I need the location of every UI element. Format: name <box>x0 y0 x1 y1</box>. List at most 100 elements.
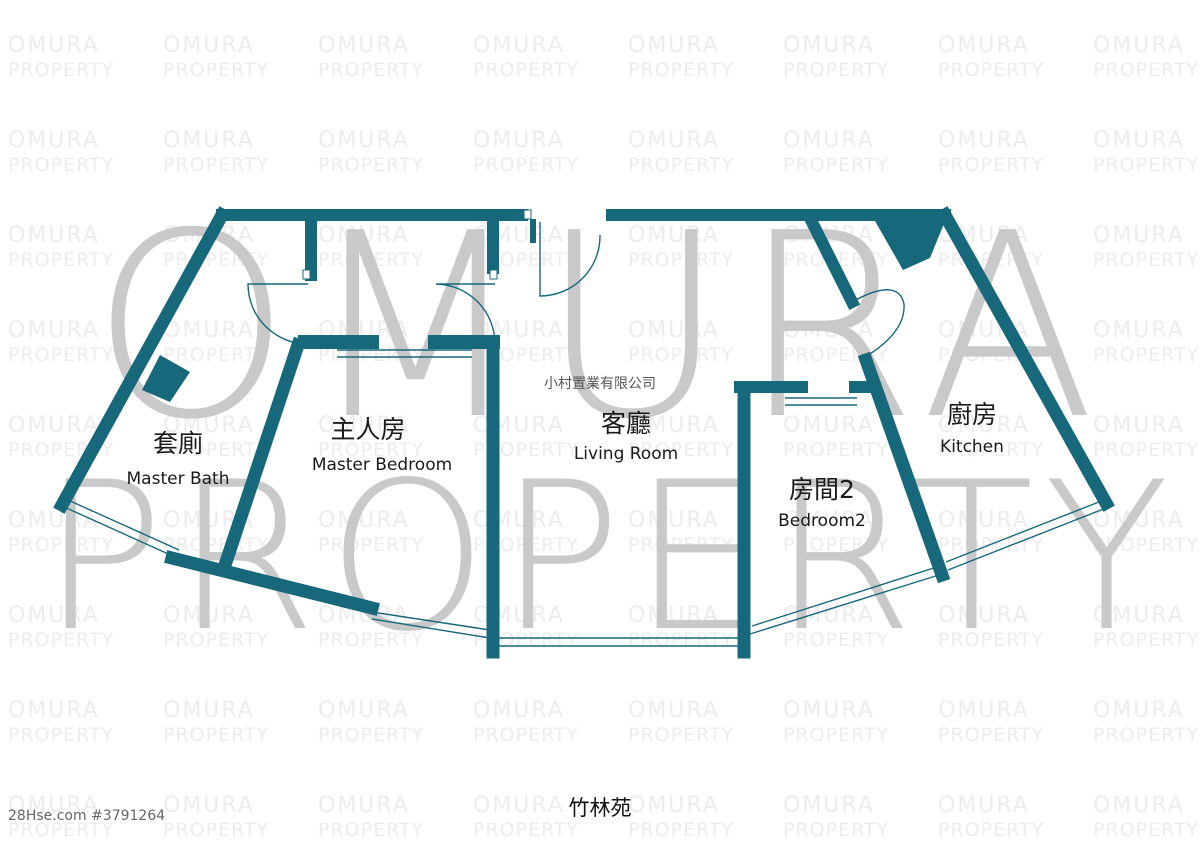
watermark-small-text: PROPERTY <box>783 629 889 651</box>
watermark-small-text: PROPERTY <box>163 439 269 461</box>
watermark-small-text: OMURA <box>318 413 410 438</box>
room-label-en-master-bedroom: Master Bedroom <box>312 455 452 475</box>
watermark-small-text: PROPERTY <box>938 154 1044 176</box>
room-label-zh-bedroom2: 房間2 <box>789 475 855 504</box>
watermark-small-text: PROPERTY <box>783 534 889 556</box>
watermark-small-text: OMURA <box>628 698 720 723</box>
room-label-en-bedroom2: Bedroom2 <box>778 511 866 531</box>
watermark-small-text: PROPERTY <box>628 534 734 556</box>
watermark-small-text: PROPERTY <box>1093 439 1199 461</box>
watermark-small-text: PROPERTY <box>163 344 269 366</box>
watermark-small-text: OMURA <box>8 413 100 438</box>
watermark-small-text: OMURA <box>473 793 565 818</box>
watermark-small-text: OMURA <box>318 793 410 818</box>
watermark-small-text: PROPERTY <box>8 249 114 271</box>
watermark-small-text: OMURA <box>938 698 1030 723</box>
watermark-small-text: OMURA <box>938 413 1030 438</box>
watermark-small-text: OMURA <box>163 793 255 818</box>
watermark-small-text: OMURA <box>318 33 410 58</box>
watermark-small-text: PROPERTY <box>8 534 114 556</box>
watermark-small-text: OMURA <box>473 698 565 723</box>
watermark-small-text: PROPERTY <box>1093 344 1199 366</box>
watermark-small-text: OMURA <box>8 33 100 58</box>
watermark-small-text: PROPERTY <box>318 439 424 461</box>
watermark-small-text: OMURA <box>318 223 410 248</box>
watermark-small-text: OMURA <box>783 603 875 628</box>
watermark-small-text: OMURA <box>1093 223 1185 248</box>
watermark-small-text: PROPERTY <box>318 249 424 271</box>
watermark-small-text: OMURA <box>8 318 100 343</box>
watermark-small-text: OMURA <box>163 318 255 343</box>
watermark-small-text: PROPERTY <box>163 724 269 746</box>
watermark-small-text: PROPERTY <box>8 59 114 81</box>
watermark-small-text: OMURA <box>163 128 255 153</box>
watermark-small-text: PROPERTY <box>318 819 424 841</box>
watermark-small-text: PROPERTY <box>628 724 734 746</box>
estate-name: 竹林苑 <box>569 796 632 820</box>
watermark-small-text: OMURA <box>163 603 255 628</box>
window-master-bath <box>61 505 176 558</box>
watermark-small-text: OMURA <box>628 508 720 533</box>
watermark-small-text: OMURA <box>8 128 100 153</box>
watermark-small-text: PROPERTY <box>628 819 734 841</box>
watermark-small-text: PROPERTY <box>473 249 579 271</box>
watermark-small-text: OMURA <box>1093 33 1185 58</box>
watermark-small-text: OMURA <box>318 698 410 723</box>
watermark-small-text: OMURA <box>8 603 100 628</box>
watermark-small-text: PROPERTY <box>473 724 579 746</box>
watermark-small-text: OMURA <box>473 33 565 58</box>
wall-blocks <box>142 221 945 402</box>
room-label-en-master-bath: Master Bath <box>127 469 230 489</box>
room-label-zh-living-room: 客廳 <box>601 409 651 438</box>
watermark-small-text: OMURA <box>8 508 100 533</box>
watermark-small-text: OMURA <box>163 698 255 723</box>
windows <box>61 349 1107 647</box>
kitchen-duct <box>875 221 945 270</box>
watermark-small-text: OMURA <box>1093 603 1185 628</box>
watermark-small-text: PROPERTY <box>163 819 269 841</box>
watermark-small-text: PROPERTY <box>163 59 269 81</box>
watermark-small-text: OMURA <box>8 698 100 723</box>
door-kitchen <box>849 289 905 361</box>
watermark-small-text: PROPERTY <box>1093 629 1199 651</box>
watermark-small-text: OMURA <box>473 128 565 153</box>
watermark-small-text: OMURA <box>783 793 875 818</box>
watermark-small-text: OMURA <box>783 508 875 533</box>
watermark-small-text: PROPERTY <box>1093 154 1199 176</box>
watermark-small-text: PROPERTY <box>1093 819 1199 841</box>
watermark-small-text: OMURA <box>163 33 255 58</box>
wall-left-outer <box>53 206 231 514</box>
watermark-small-text: OMURA <box>163 413 255 438</box>
watermark-small-text: PROPERTY <box>783 154 889 176</box>
watermark-small-text: PROPERTY <box>318 629 424 651</box>
watermark-small-text: PROPERTY <box>628 154 734 176</box>
door-master-bath <box>247 283 309 345</box>
watermark-small-text: PROPERTY <box>783 59 889 81</box>
door-master-bedroom <box>435 283 496 345</box>
wall-bath-bedroom <box>215 336 307 577</box>
window-master-bedroom <box>371 611 491 631</box>
room-label-en-kitchen: Kitchen <box>940 437 1004 457</box>
listing-id: 28Hse.com #3791264 <box>8 808 165 824</box>
watermark-small-text: PROPERTY <box>163 534 269 556</box>
watermark-small-text: OMURA <box>1093 698 1185 723</box>
watermark-small-text: OMURA <box>938 508 1030 533</box>
watermark-small-text: PROPERTY <box>163 629 269 651</box>
watermark-small-text: PROPERTY <box>938 59 1044 81</box>
watermark-small-text: OMURA <box>783 128 875 153</box>
watermark-small-text: OMURA <box>628 793 720 818</box>
watermark-small-text: PROPERTY <box>783 439 889 461</box>
watermark-small-text: PROPERTY <box>783 819 889 841</box>
watermark-small-text: OMURA <box>783 698 875 723</box>
room-label-zh-master-bath: 套廁 <box>153 429 203 458</box>
watermark-small-text: OMURA <box>1093 128 1185 153</box>
watermark-small-text: PROPERTY <box>628 439 734 461</box>
walls <box>53 206 1115 659</box>
watermark-small-text: OMURA <box>8 793 100 818</box>
doors <box>247 222 905 361</box>
window-kitchen <box>945 499 1105 563</box>
watermark-small-text: PROPERTY <box>938 439 1044 461</box>
watermark-small-text: OMURA <box>783 413 875 438</box>
watermark-small-text: PROPERTY <box>1093 59 1199 81</box>
watermark-small-text: PROPERTY <box>318 534 424 556</box>
